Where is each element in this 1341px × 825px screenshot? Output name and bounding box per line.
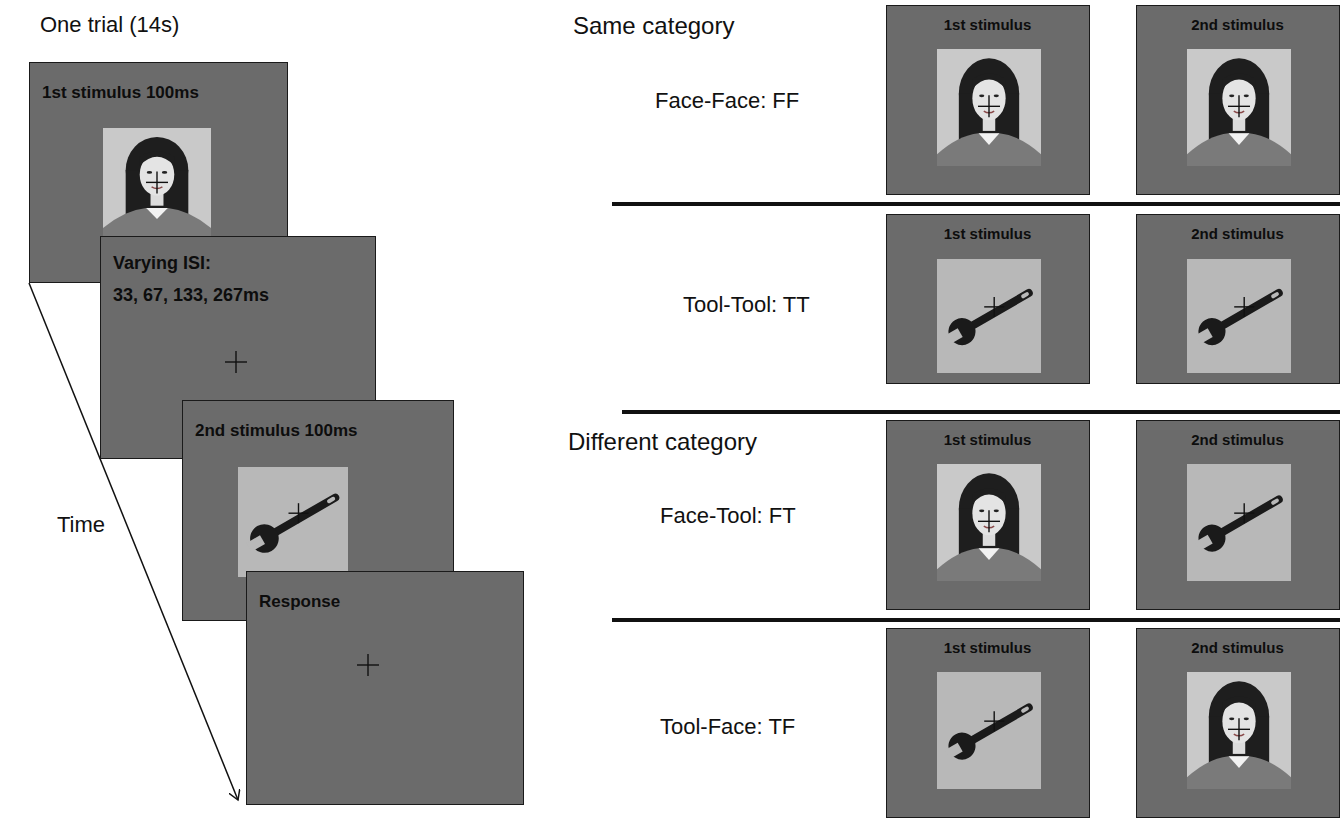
text-label: Same category — [573, 12, 734, 40]
screen-heading: 1st stimulus — [944, 16, 1032, 33]
face-image — [937, 49, 1041, 166]
screen-heading: Varying ISI: — [113, 253, 211, 274]
screen-heading: 33, 67, 133, 267ms — [113, 285, 269, 306]
fixation-cross — [221, 347, 251, 377]
screen-box: 2nd stimulus — [1136, 214, 1340, 384]
separator-line — [612, 618, 1340, 622]
tool-image — [937, 259, 1041, 373]
face-image — [937, 464, 1041, 581]
screen-heading: 2nd stimulus — [1191, 16, 1284, 33]
text-label: Face-Tool: FT — [660, 503, 796, 529]
separator-line — [622, 410, 1340, 414]
screen-heading: 1st stimulus — [944, 225, 1032, 242]
text-label: Face-Face: FF — [655, 88, 799, 114]
text-label: One trial (14s) — [40, 12, 179, 38]
screen-box: 1st stimulus — [886, 214, 1090, 384]
separator-line — [612, 202, 1340, 206]
face-image — [103, 128, 211, 239]
screen-heading: 1st stimulus — [944, 639, 1032, 656]
screen-heading: 2nd stimulus — [1191, 639, 1284, 656]
screen-box: 1st stimulus — [886, 5, 1090, 195]
screen-box: Response — [246, 571, 524, 805]
screen-heading: 2nd stimulus — [1191, 431, 1284, 448]
screen-box: 1st stimulus — [886, 628, 1090, 818]
text-label: Different category — [568, 428, 757, 456]
face-image — [1187, 49, 1291, 166]
text-label: Tool-Face: TF — [660, 714, 795, 740]
tool-image — [937, 672, 1041, 789]
face-image — [1187, 672, 1291, 789]
tool-image — [1187, 259, 1291, 373]
fixation-cross — [353, 650, 383, 680]
screen-heading: 1st stimulus — [944, 431, 1032, 448]
screen-heading: 2nd stimulus 100ms — [195, 421, 358, 441]
screen-heading: 1st stimulus 100ms — [42, 83, 199, 103]
screen-heading: 2nd stimulus — [1191, 225, 1284, 242]
text-label: Tool-Tool: TT — [683, 292, 810, 318]
screen-heading: Response — [259, 592, 340, 612]
text-label: Time — [57, 512, 105, 538]
screen-box: 1st stimulus — [886, 420, 1090, 610]
screen-box: 2nd stimulus — [1136, 420, 1340, 610]
screen-box: 2nd stimulus — [1136, 5, 1340, 195]
tool-image — [1187, 464, 1291, 581]
tool-image — [238, 467, 348, 577]
screen-box: 2nd stimulus — [1136, 628, 1340, 818]
